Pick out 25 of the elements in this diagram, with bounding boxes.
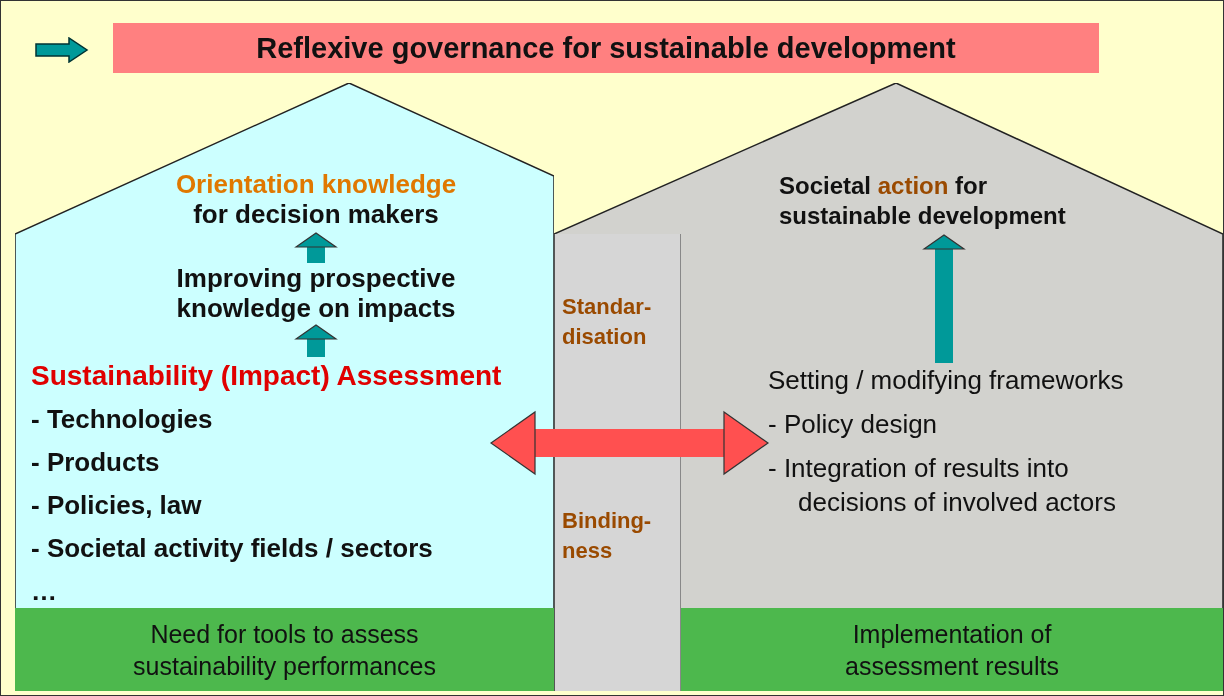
heading-text: Sustainability (Impact) Assessment — [31, 359, 503, 393]
list-item: - Products — [31, 446, 161, 479]
list-item: - Technologies — [31, 403, 214, 436]
body-text: for decision makers — [192, 199, 440, 229]
list-item: - Integration of results into decisions of involved actors — [768, 452, 1117, 519]
ground-band — [681, 608, 1223, 691]
body-text: Improving prospective knowledge on impacts — [175, 263, 457, 323]
heading-text: Setting / modifying frameworks — [768, 364, 1125, 397]
arrow — [295, 232, 337, 263]
house-shape — [15, 83, 554, 691]
ground-band — [15, 608, 554, 691]
side-label: Binding- ness — [562, 507, 653, 565]
ellipsis-text: … — [31, 575, 58, 608]
arrow — [295, 324, 337, 357]
list-item: - Policies, law — [31, 489, 203, 522]
heading-text: Orientation knowledge — [174, 169, 458, 199]
heading-text: Societal action for sustainable development — [779, 171, 1067, 231]
title-banner: Reflexive governance for sustainable development — [113, 23, 1099, 73]
list-item: - Societal activity fields / sectors — [31, 532, 434, 565]
band-text: Implementation of assessment results — [844, 618, 1060, 682]
side-label: Standar- disation — [562, 293, 653, 351]
double-arrow — [490, 411, 769, 475]
list-item: - Policy design — [768, 408, 939, 441]
arrow — [923, 234, 965, 363]
band-text: Need for tools to assess sustainability performances — [132, 618, 437, 682]
